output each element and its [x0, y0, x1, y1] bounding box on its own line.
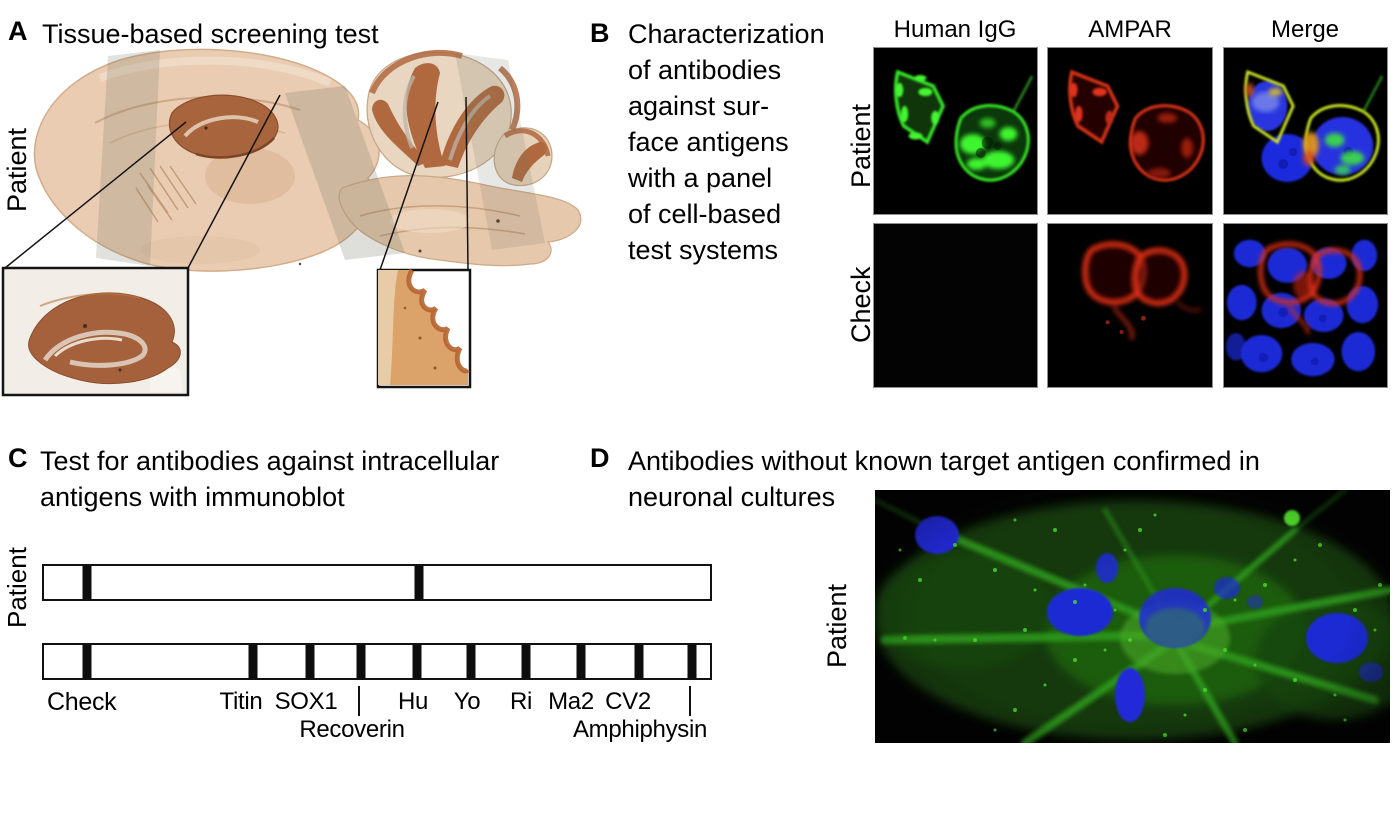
blot-band	[687, 645, 697, 678]
lane-label-check: Check	[47, 688, 117, 716]
column-header-ampar: AMPAR	[1088, 16, 1172, 43]
micrograph-neuronal-culture	[875, 490, 1390, 743]
caption-line: test systems	[628, 235, 779, 265]
blot-band	[248, 645, 258, 678]
blot-band	[82, 645, 92, 678]
brain-tissue-ihc-image	[1, 48, 582, 397]
lane-label-cv2: CV2	[605, 688, 651, 715]
blot-band	[576, 645, 586, 678]
micrograph-check-merge	[1223, 223, 1388, 388]
micrograph-patient-ampar	[1047, 47, 1213, 215]
lane-tick-recoverin	[358, 686, 360, 716]
blot-band	[356, 645, 366, 678]
lane-tick-amphiphysin	[689, 686, 691, 716]
lane-label-yo: Yo	[453, 688, 481, 715]
blot-band	[634, 645, 644, 678]
overlay-band	[455, 53, 545, 250]
immunoblot-strip-patient	[42, 564, 712, 601]
blot-band	[412, 645, 422, 678]
caption-line: of cell-based	[628, 199, 782, 229]
panel-b-letter: B	[590, 18, 610, 48]
blot-band	[305, 645, 315, 678]
blot-band	[82, 566, 92, 599]
panel-a-title: Tissue-based screening test	[42, 19, 379, 49]
lane-label-recoverin: Recoverin	[299, 716, 405, 743]
lane-label-amphiphysin: Amphiphysin	[572, 716, 708, 743]
inset-hippocampus	[1, 266, 190, 397]
blot-band	[521, 645, 531, 678]
striatum-striations	[135, 165, 197, 223]
column-header-human-igg: Human IgG	[893, 16, 1017, 43]
micrograph-patient-human-igg	[873, 47, 1038, 215]
caption-line: of antibodies	[628, 55, 782, 85]
inset-cerebellum	[376, 268, 472, 389]
caption-line: with a panel	[628, 163, 773, 193]
panel-b-caption: Characterization of antibodies against s…	[628, 16, 825, 268]
blot-band	[466, 645, 476, 678]
panel-c-caption: Test for antibodies against intracellula…	[40, 443, 499, 515]
panel-d-caption: Antibodies without known target antigen …	[628, 443, 1260, 515]
blot-band	[414, 566, 424, 599]
overlay-band	[285, 86, 405, 260]
panel-a-letter: A	[8, 16, 28, 46]
lane-label-titin: Titin	[219, 688, 263, 715]
caption-line: face antigens	[628, 127, 789, 157]
caption-line: Antibodies without known target antigen …	[628, 446, 1260, 476]
caption-line: neuronal cultures	[628, 482, 836, 512]
caption-line: against sur-	[628, 91, 770, 121]
panel-d-letter: D	[590, 443, 610, 473]
inset-connector-lines	[4, 94, 469, 271]
caption-line: Test for antibodies against intracellula…	[40, 446, 500, 476]
micrograph-patient-merge	[1223, 47, 1388, 215]
micrograph-check-ampar	[1047, 223, 1213, 388]
immunoblot-strip-check	[42, 643, 712, 680]
panel-c-row-label: Patient	[2, 547, 32, 628]
lane-label-sox1: SOX1	[274, 688, 338, 715]
caption-line: antigens with immunoblot	[40, 482, 345, 512]
lane-label-hu: Hu	[397, 688, 429, 715]
column-header-merge: Merge	[1270, 16, 1340, 43]
micrograph-check-human-igg	[873, 223, 1038, 388]
caption-line: Characterization	[628, 19, 825, 49]
lane-label-ri: Ri	[509, 688, 533, 715]
panel-c-letter: C	[8, 443, 28, 473]
panel-d-row-label: Patient	[822, 583, 852, 668]
lane-label-ma2: Ma2	[548, 688, 594, 715]
overlay-band	[96, 50, 160, 266]
